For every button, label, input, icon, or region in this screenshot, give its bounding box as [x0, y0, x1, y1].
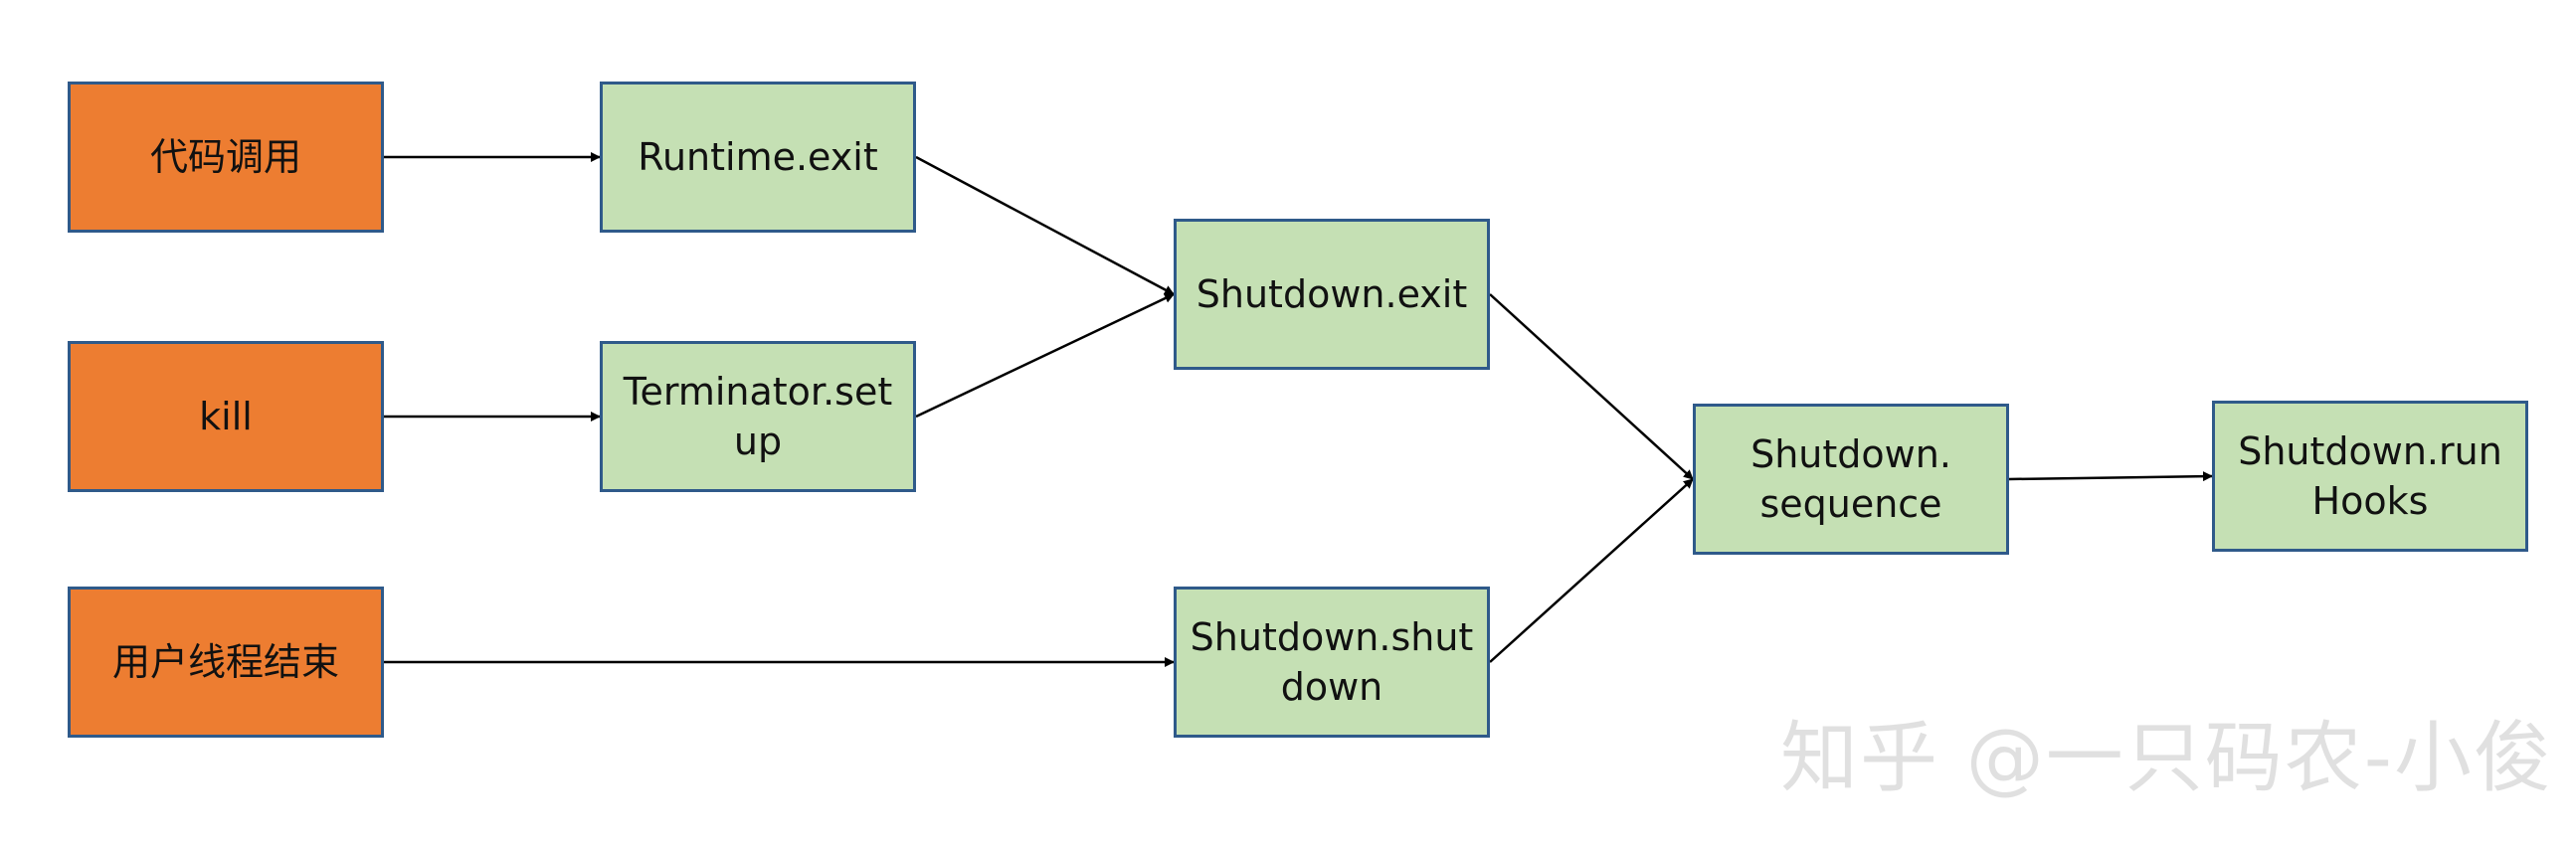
node-kill: kill — [68, 341, 384, 492]
edge-shutdown_shutdown-to-shutdown_sequence — [1489, 478, 1694, 663]
edge-shutdown_sequence-to-shutdown_run_hooks — [2008, 471, 2213, 482]
node-shutdown-shutdown: Shutdown.shut down — [1174, 587, 1490, 738]
node-user-threads-end: 用户线程结束 — [68, 587, 384, 738]
node-runtime-exit: Runtime.exit — [600, 82, 916, 233]
edge-runtime_exit-to-shutdown_exit — [915, 155, 1175, 296]
node-shutdown-sequence: Shutdown. sequence — [1693, 404, 2009, 555]
edge-shutdown_exit-to-shutdown_sequence — [1489, 293, 1694, 480]
node-shutdown-exit: Shutdown.exit — [1174, 219, 1490, 370]
node-code-call: 代码调用 — [68, 82, 384, 233]
node-shutdown-run-hooks: Shutdown.run Hooks — [2212, 401, 2528, 552]
watermark: 知乎 @一只码农-小俊 — [1780, 714, 2553, 803]
edge-terminator_setup-to-shutdown_exit — [915, 292, 1175, 419]
node-terminator-setup: Terminator.set up — [600, 341, 916, 492]
